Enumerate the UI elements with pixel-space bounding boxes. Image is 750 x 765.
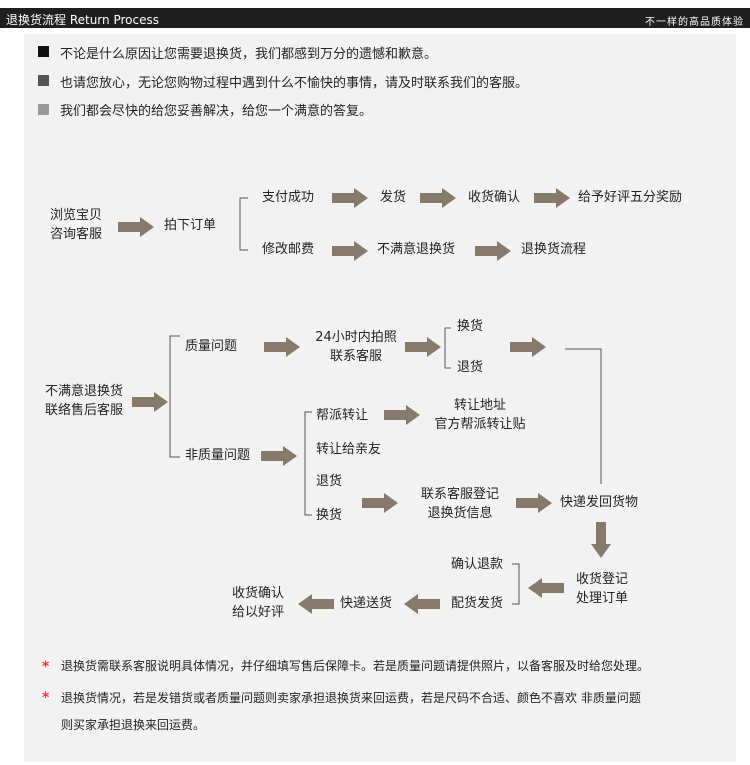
arrow-right-icon — [261, 446, 297, 466]
arrow-right-icon — [516, 493, 552, 513]
note-3: 则买家承担退换来回运费。 — [61, 718, 206, 732]
arrow-right-icon — [332, 188, 368, 208]
flow2-confirm-receipt: 收货确认 给以好评 — [231, 586, 284, 620]
bullet-square-icon — [38, 75, 49, 86]
flow1-return-flow: 退换货流程 — [521, 242, 587, 257]
arrow-left-icon — [298, 594, 334, 614]
flow2-express-back: 快递发回货物 — [560, 495, 639, 510]
slogan: 不一样的高品质体验 — [645, 17, 744, 28]
intro-line-3: 我们都会尽快的给您妥善解决，给您一个满意的答复。 — [60, 104, 373, 119]
flow2-exchange2: 换货 — [316, 508, 343, 523]
flow2-receive-register: 收货登记 处理订单 — [575, 572, 628, 606]
asterisk-icon: * — [42, 659, 50, 675]
flow2-photo: 24小时内拍照 联系客服 — [315, 330, 397, 364]
flow1-pay-ok: 支付成功 — [262, 190, 315, 205]
flow1-review: 给予好评五分奖励 — [578, 190, 683, 205]
arrow-right-icon — [118, 217, 154, 237]
flow1-ship: 发货 — [380, 190, 407, 205]
header-bar: 退换货流程 Return Process 不一样的高品质体验 — [0, 8, 750, 28]
flow1-unhappy: 不满意退换货 — [377, 242, 456, 257]
asterisk-icon: * — [42, 690, 50, 706]
arrow-right-icon — [132, 392, 168, 412]
flow1-confirm: 收货确认 — [468, 190, 521, 205]
arrow-left-icon — [404, 594, 440, 614]
arrow-right-icon — [264, 337, 300, 357]
arrow-right-icon — [420, 188, 456, 208]
flow2-confirm-refund: 确认退款 — [451, 557, 504, 572]
bullet-square-icon — [38, 104, 49, 115]
note-2: 退换货情况，若是发错货或者质量问题则卖家承担退换货来回运费，若是尺码不合适、颜色… — [61, 691, 641, 705]
flow2-refund: 退货 — [457, 360, 484, 375]
arrow-down-icon — [591, 522, 611, 558]
flow2-transfer-friend: 转让给亲友 — [316, 442, 382, 457]
bullet-square-icon — [38, 46, 49, 57]
flow2-start: 不满意退换货 联络售后客服 — [44, 384, 123, 418]
arrow-right-icon — [475, 241, 511, 261]
intro-line-1: 不论是什么原因让您需要退换货，我们都感到万分的遗憾和歉意。 — [60, 47, 438, 62]
flow2-quality: 质量问题 — [185, 339, 238, 354]
arrow-right-icon — [332, 241, 368, 261]
arrow-right-icon — [362, 493, 398, 513]
flow2-help-transfer: 帮派转让 — [316, 408, 369, 423]
flow1-start: 浏览宝贝 咨询客服 — [49, 208, 102, 242]
arrow-right-icon — [384, 405, 420, 425]
flow2-ship-goods: 配货发货 — [451, 596, 504, 611]
flow1-change-postage: 修改邮费 — [262, 242, 315, 257]
flow2-express-send: 快递送货 — [340, 596, 393, 611]
note-1: 退换货需联系客服说明具体情况，并仔细填写售后保障卡。若是质量问题请提供照片，以备… — [61, 659, 650, 673]
arrow-left-icon — [528, 578, 564, 598]
arrow-right-icon — [534, 188, 570, 208]
flow2-refund2: 退货 — [316, 474, 343, 489]
arrow-right-icon — [405, 337, 441, 357]
flow2-transfer-addr: 转让地址 官方帮派转让贴 — [434, 398, 526, 432]
flow2-non-quality: 非质量问题 — [185, 448, 251, 463]
arrow-right-icon — [510, 337, 546, 357]
intro-line-2: 也请您放心，无论您购物过程中遇到什么不愉快的事情，请及时联系我们的客服。 — [60, 76, 529, 91]
flow2-register: 联系客服登记 退换货信息 — [420, 487, 499, 521]
flow1-order: 拍下订单 — [164, 218, 217, 233]
flow2-exchange: 换货 — [457, 319, 484, 334]
page-title: 退换货流程 Return Process — [6, 13, 159, 27]
